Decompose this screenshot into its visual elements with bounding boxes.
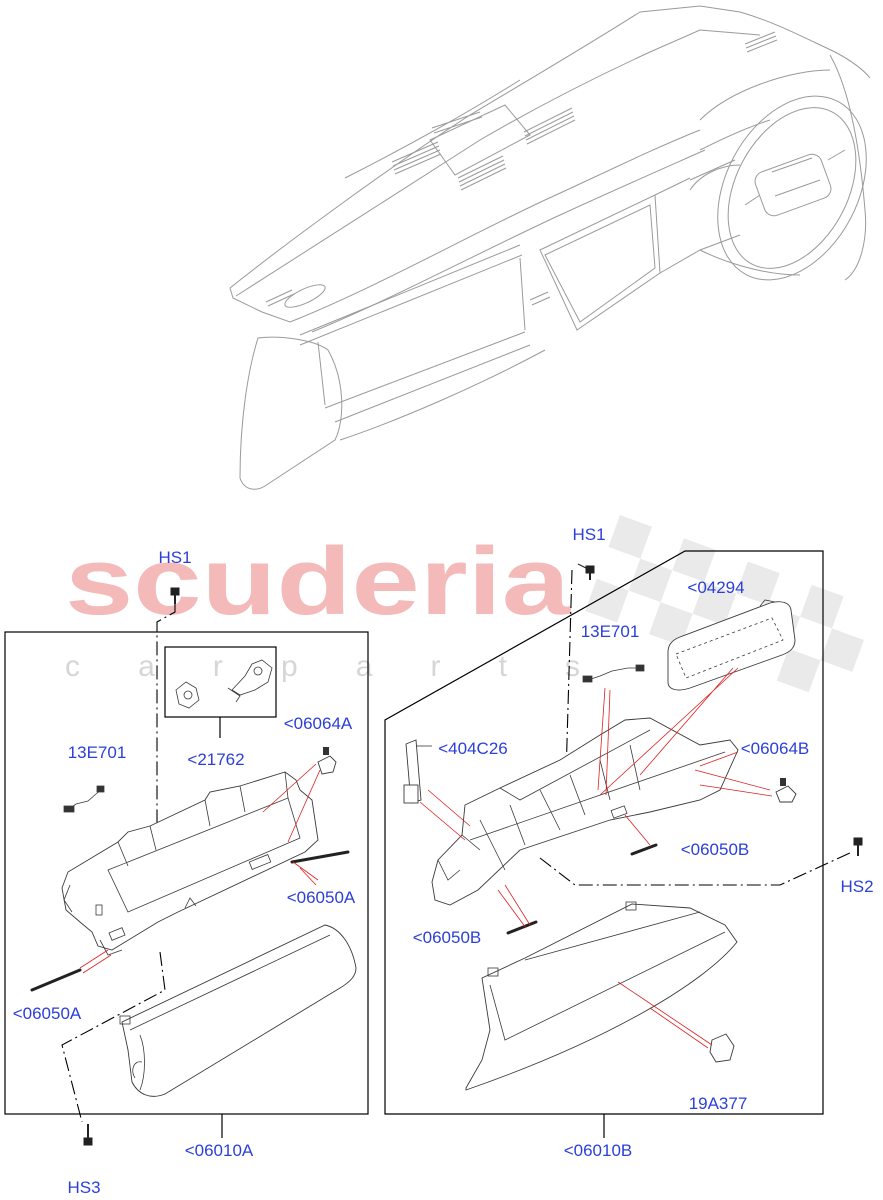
clip-kit-parts [175,659,273,709]
bolt-icon [577,563,595,580]
label-rod-06050a-upper[interactable]: <06050A [287,888,356,907]
label-bolt-hs1-left[interactable]: HS1 [158,548,191,567]
rod-b-lower [506,920,538,935]
label-clip-kit-21762[interactable]: <21762 [187,750,244,769]
bracket-b [775,778,797,803]
label-bolt-hs2[interactable]: HS2 [840,877,873,896]
bolt-icon [83,1124,93,1146]
dashboard-illustration [229,5,871,490]
label-bolt-hs1-right[interactable]: HS1 [572,525,605,544]
label-bracket-06064b[interactable]: <06064B [741,739,810,758]
label-bolt-hs3[interactable]: HS3 [67,1178,100,1197]
label-harness-13e701-right[interactable]: 13E701 [581,622,640,641]
bracket-a [317,747,337,775]
label-panel-04294[interactable]: <04294 [687,578,744,597]
steering-wheel [717,95,867,281]
damper-strut [403,739,432,804]
watermark-tagline: carparts [65,650,580,683]
trim-panel-04294 [667,599,796,691]
glovebox-housing-a [61,771,319,956]
bolt-icon [170,587,180,604]
vent-center-right [523,107,576,145]
vent-center [457,155,507,191]
bolt-icon [853,837,863,856]
glovebox-housing-b [431,717,739,906]
watermark-brand: scuderia [65,528,571,635]
label-rod-06050b-upper[interactable]: <06050B [681,840,750,859]
left-assembly-frame [4,631,369,1115]
wiring-harness-b [582,664,645,683]
glovebox-door-a [119,924,357,1097]
label-bracket-06064a[interactable]: <06064A [284,714,353,733]
center-screen [539,194,661,331]
label-assembly-06010a[interactable]: <06010A [185,1141,254,1160]
rod-a-upper [290,850,350,864]
rod-b-upper [630,843,658,856]
vent-center-left [391,141,442,175]
latch-19a377 [709,1033,735,1063]
label-latch-19a377[interactable]: 19A377 [689,1094,748,1113]
rod-a-lower [30,968,82,992]
label-rod-06050b-lower[interactable]: <06050B [413,928,482,947]
wiring-harness-a [63,785,105,813]
glovebox-door-b [465,901,738,1091]
label-damper-404c26[interactable]: <404C26 [438,739,507,758]
label-assembly-06010b[interactable]: <06010B [564,1141,633,1160]
label-harness-13e701-left[interactable]: 13E701 [68,743,127,762]
label-rod-06050a-lower[interactable]: <06050A [13,1004,82,1023]
